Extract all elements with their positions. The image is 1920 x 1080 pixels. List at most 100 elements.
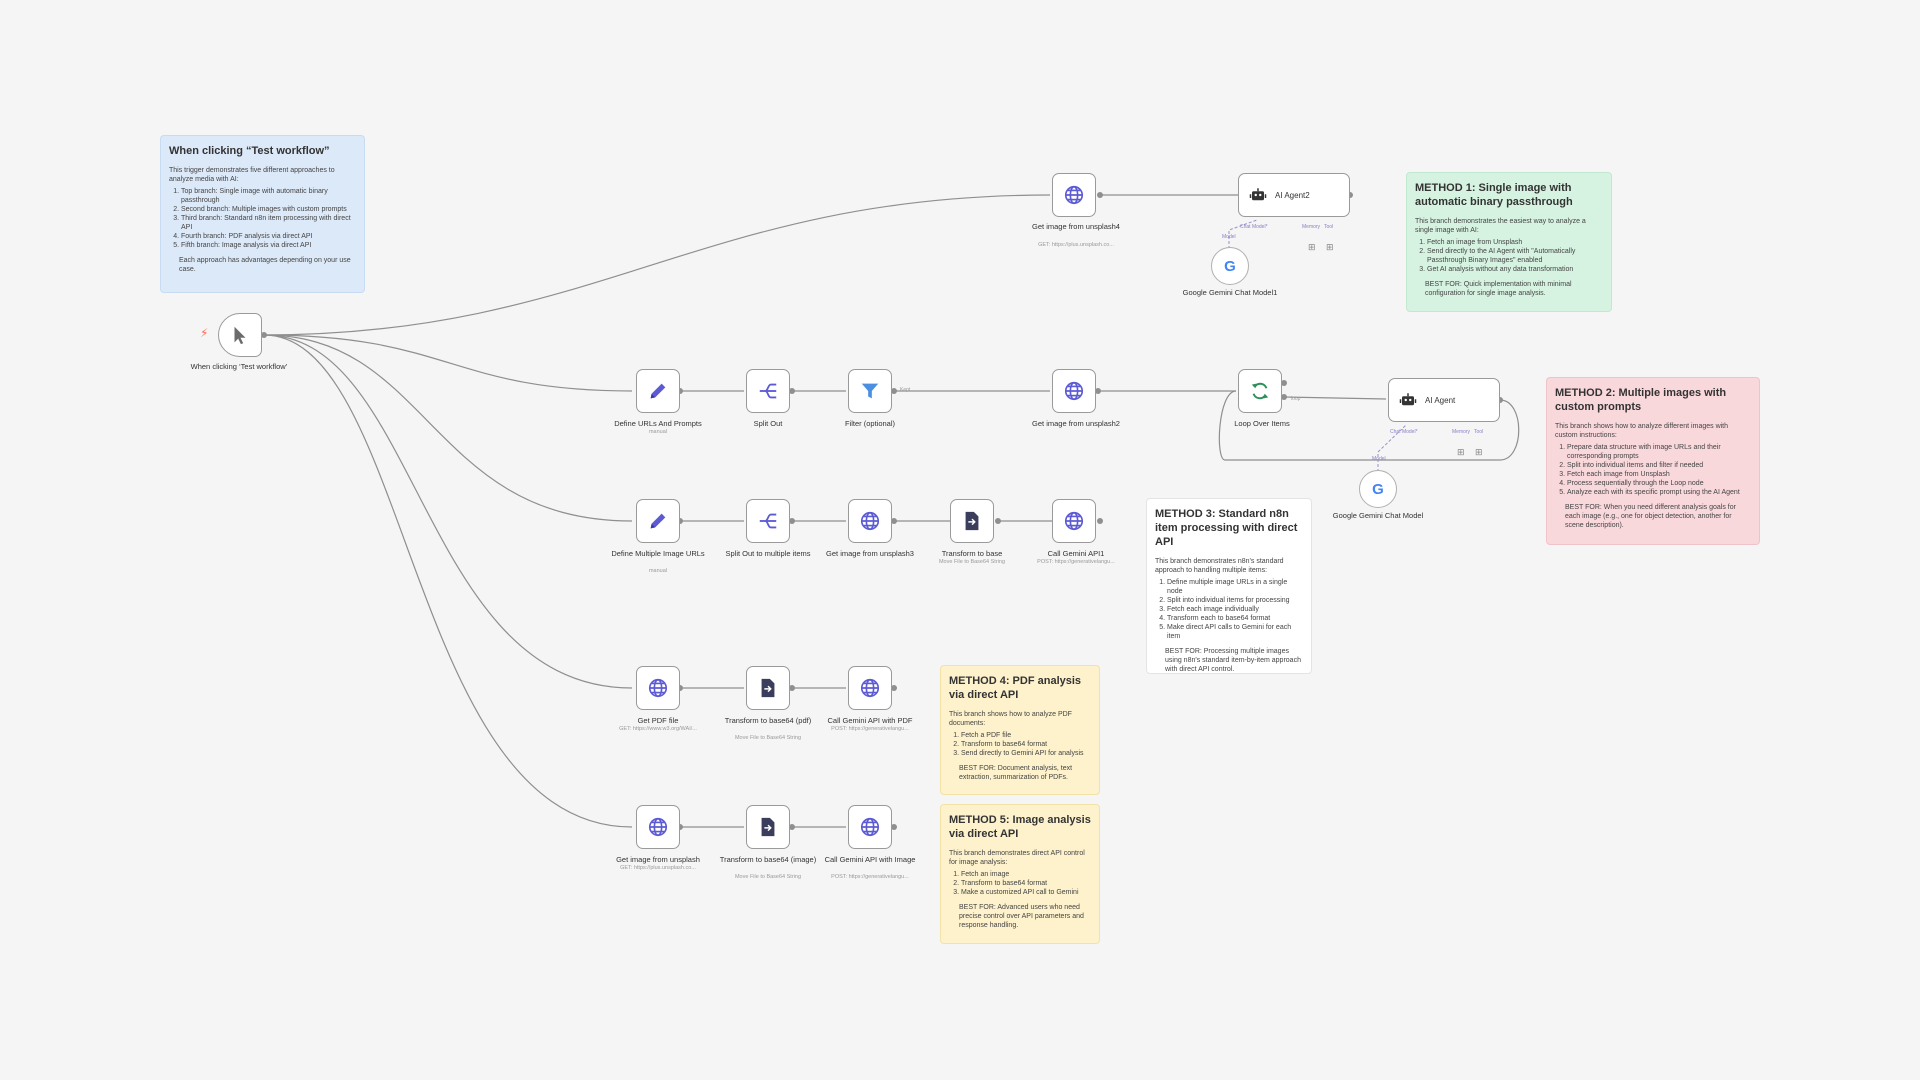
note-title: METHOD 5: Image analysis via direct API: [949, 814, 1091, 840]
list-item: Top branch: Single image with automatic …: [181, 187, 356, 205]
list-item: Make direct API calls to Gemini for each…: [1167, 623, 1303, 641]
gemini-chat-model-node[interactable]: G: [1359, 470, 1397, 508]
get-image-unsplash4-node[interactable]: [1052, 173, 1096, 217]
list-item: Fetch each image from Unsplash: [1567, 470, 1751, 479]
note-best-for: BEST FOR: Document analysis, text extrac…: [959, 765, 1073, 781]
call-gemini-image-node[interactable]: [848, 805, 892, 849]
node-subtitle: manual: [648, 429, 668, 435]
note-intro: This trigger demonstrates five different…: [169, 167, 335, 183]
add-tool-button[interactable]: ⊞: [1475, 447, 1483, 457]
note-title: METHOD 4: PDF analysis via direct API: [949, 675, 1082, 701]
node-label: Google Gemini Chat Model: [1332, 511, 1424, 520]
list-item: Transform to base64 format: [961, 740, 1091, 749]
note-best-for: BEST FOR: Quick implementation with mini…: [1425, 281, 1572, 297]
google-icon: G: [1224, 257, 1236, 275]
node-label: Call Gemini API1: [1047, 549, 1105, 558]
get-image-unsplash2-node[interactable]: [1052, 369, 1096, 413]
split-icon: [759, 383, 777, 399]
node-label: Define Multiple Image URLs: [611, 549, 705, 558]
add-tool-button[interactable]: ⊞: [1326, 242, 1334, 252]
ai-agent-node[interactable]: AI Agent: [1388, 378, 1500, 422]
list-item: Fetch a PDF file: [961, 731, 1091, 740]
node-subtitle: GET: https://plus.unsplash.co...: [620, 865, 696, 871]
list-item: Fetch each image individually: [1167, 605, 1303, 614]
port-label: Model: [1372, 456, 1386, 462]
note-method-1[interactable]: METHOD 1: Single image with automatic bi…: [1406, 172, 1612, 312]
note-list: Fetch an image from Unsplash Send direct…: [1415, 238, 1603, 274]
port-label: Memory: [1452, 429, 1471, 435]
port-label: Model: [1222, 234, 1236, 240]
get-image-unsplash-node[interactable]: [636, 805, 680, 849]
node-label: AI Agent2: [1275, 190, 1310, 200]
list-item: Split into individual items for processi…: [1167, 596, 1303, 605]
get-pdf-file-node[interactable]: [636, 666, 680, 710]
node-subtitle: Move File to Base64 String: [734, 735, 802, 741]
transform-base-node[interactable]: [950, 499, 994, 543]
port-label: Tool: [1474, 429, 1484, 435]
port-label: Memory: [1302, 224, 1321, 230]
node-subtitle: POST: https://generativelangu...: [1037, 559, 1115, 565]
list-item: Split into individual items and filter i…: [1567, 461, 1751, 470]
note-title: When clicking “Test workflow”: [169, 145, 330, 157]
node-subtitle: POST: https://generativelangu...: [831, 874, 909, 880]
list-item: Process sequentially through the Loop no…: [1567, 479, 1751, 488]
globe-icon: [1064, 381, 1084, 401]
transform-base64-pdf-node[interactable]: [746, 666, 790, 710]
note-list: Define multiple image URLs in a single n…: [1155, 578, 1303, 641]
file-icon: [761, 678, 775, 698]
add-memory-button[interactable]: ⊞: [1308, 242, 1316, 252]
note-intro: This branch demonstrates direct API cont…: [949, 850, 1085, 866]
note-method-3[interactable]: METHOD 3: Standard n8n item processing w…: [1146, 498, 1312, 674]
node-label: AI Agent: [1425, 395, 1456, 405]
list-item: Fetch an image from Unsplash: [1427, 238, 1603, 247]
transform-base64-image-node[interactable]: [746, 805, 790, 849]
loop-over-items-node[interactable]: [1238, 369, 1282, 413]
node-subtitle: Move File to Base64 String: [938, 559, 1006, 565]
list-item: Make a customized API call to Gemini: [961, 888, 1091, 897]
list-item: Second branch: Multiple images with cust…: [181, 205, 356, 214]
gemini-chat-model1-node[interactable]: G: [1211, 247, 1249, 285]
note-method-4[interactable]: METHOD 4: PDF analysis via direct API Th…: [940, 665, 1100, 795]
robot-icon: [1249, 188, 1267, 201]
cursor-icon: [234, 326, 246, 345]
ai-agent2-node[interactable]: AI Agent2: [1238, 173, 1350, 217]
call-gemini-pdf-node[interactable]: [848, 666, 892, 710]
list-item: Fourth branch: PDF analysis via direct A…: [181, 232, 356, 241]
add-memory-button[interactable]: ⊞: [1457, 447, 1465, 457]
node-subtitle: manual: [648, 568, 668, 574]
define-urls-prompts-node[interactable]: [636, 369, 680, 413]
define-multiple-image-urls-node[interactable]: [636, 499, 680, 543]
node-label: Get image from unsplash: [616, 855, 700, 864]
list-item: Analyze each with its specific prompt us…: [1567, 488, 1751, 497]
node-label: Loop Over Items: [1234, 419, 1290, 428]
node-label: Call Gemini API with PDF: [827, 716, 913, 725]
filter-node[interactable]: [848, 369, 892, 413]
port-label: Kept: [900, 387, 911, 393]
globe-icon: [860, 817, 880, 837]
port-label: Tool: [1324, 224, 1334, 230]
note-title: METHOD 1: Single image with automatic bi…: [1415, 182, 1573, 208]
note-title: METHOD 2: Multiple images with custom pr…: [1555, 387, 1727, 413]
note-title: METHOD 3: Standard n8n item processing w…: [1155, 508, 1298, 548]
port-label: Chat Model*: [1240, 224, 1268, 230]
node-label: Get image from unsplash4: [1032, 222, 1120, 231]
split-out-node[interactable]: [746, 369, 790, 413]
google-icon: G: [1372, 480, 1384, 498]
list-item: Prepare data structure with image URLs a…: [1567, 443, 1751, 461]
note-list: Fetch a PDF file Transform to base64 for…: [949, 731, 1091, 758]
note-intro: This branch demonstrates the easiest way…: [1415, 218, 1586, 234]
call-gemini-api1-node[interactable]: [1052, 499, 1096, 543]
note-method-2[interactable]: METHOD 2: Multiple images with custom pr…: [1546, 377, 1760, 545]
loop-icon: [1251, 382, 1269, 400]
get-image-unsplash3-node[interactable]: [848, 499, 892, 543]
note-method-5[interactable]: METHOD 5: Image analysis via direct API …: [940, 804, 1100, 944]
split-out-multiple-node[interactable]: [746, 499, 790, 543]
note-intro: This branch shows how to analyze differe…: [1555, 423, 1729, 439]
trigger-node[interactable]: [218, 313, 262, 357]
node-label: Filter (optional): [844, 419, 896, 428]
note-trigger-overview[interactable]: When clicking “Test workflow” This trigg…: [160, 135, 365, 293]
list-item: Send directly to Gemini API for analysis: [961, 749, 1091, 758]
note-list: Top branch: Single image with automatic …: [169, 187, 356, 250]
globe-icon: [1064, 511, 1084, 531]
note-intro: This branch shows how to analyze PDF doc…: [949, 711, 1072, 727]
